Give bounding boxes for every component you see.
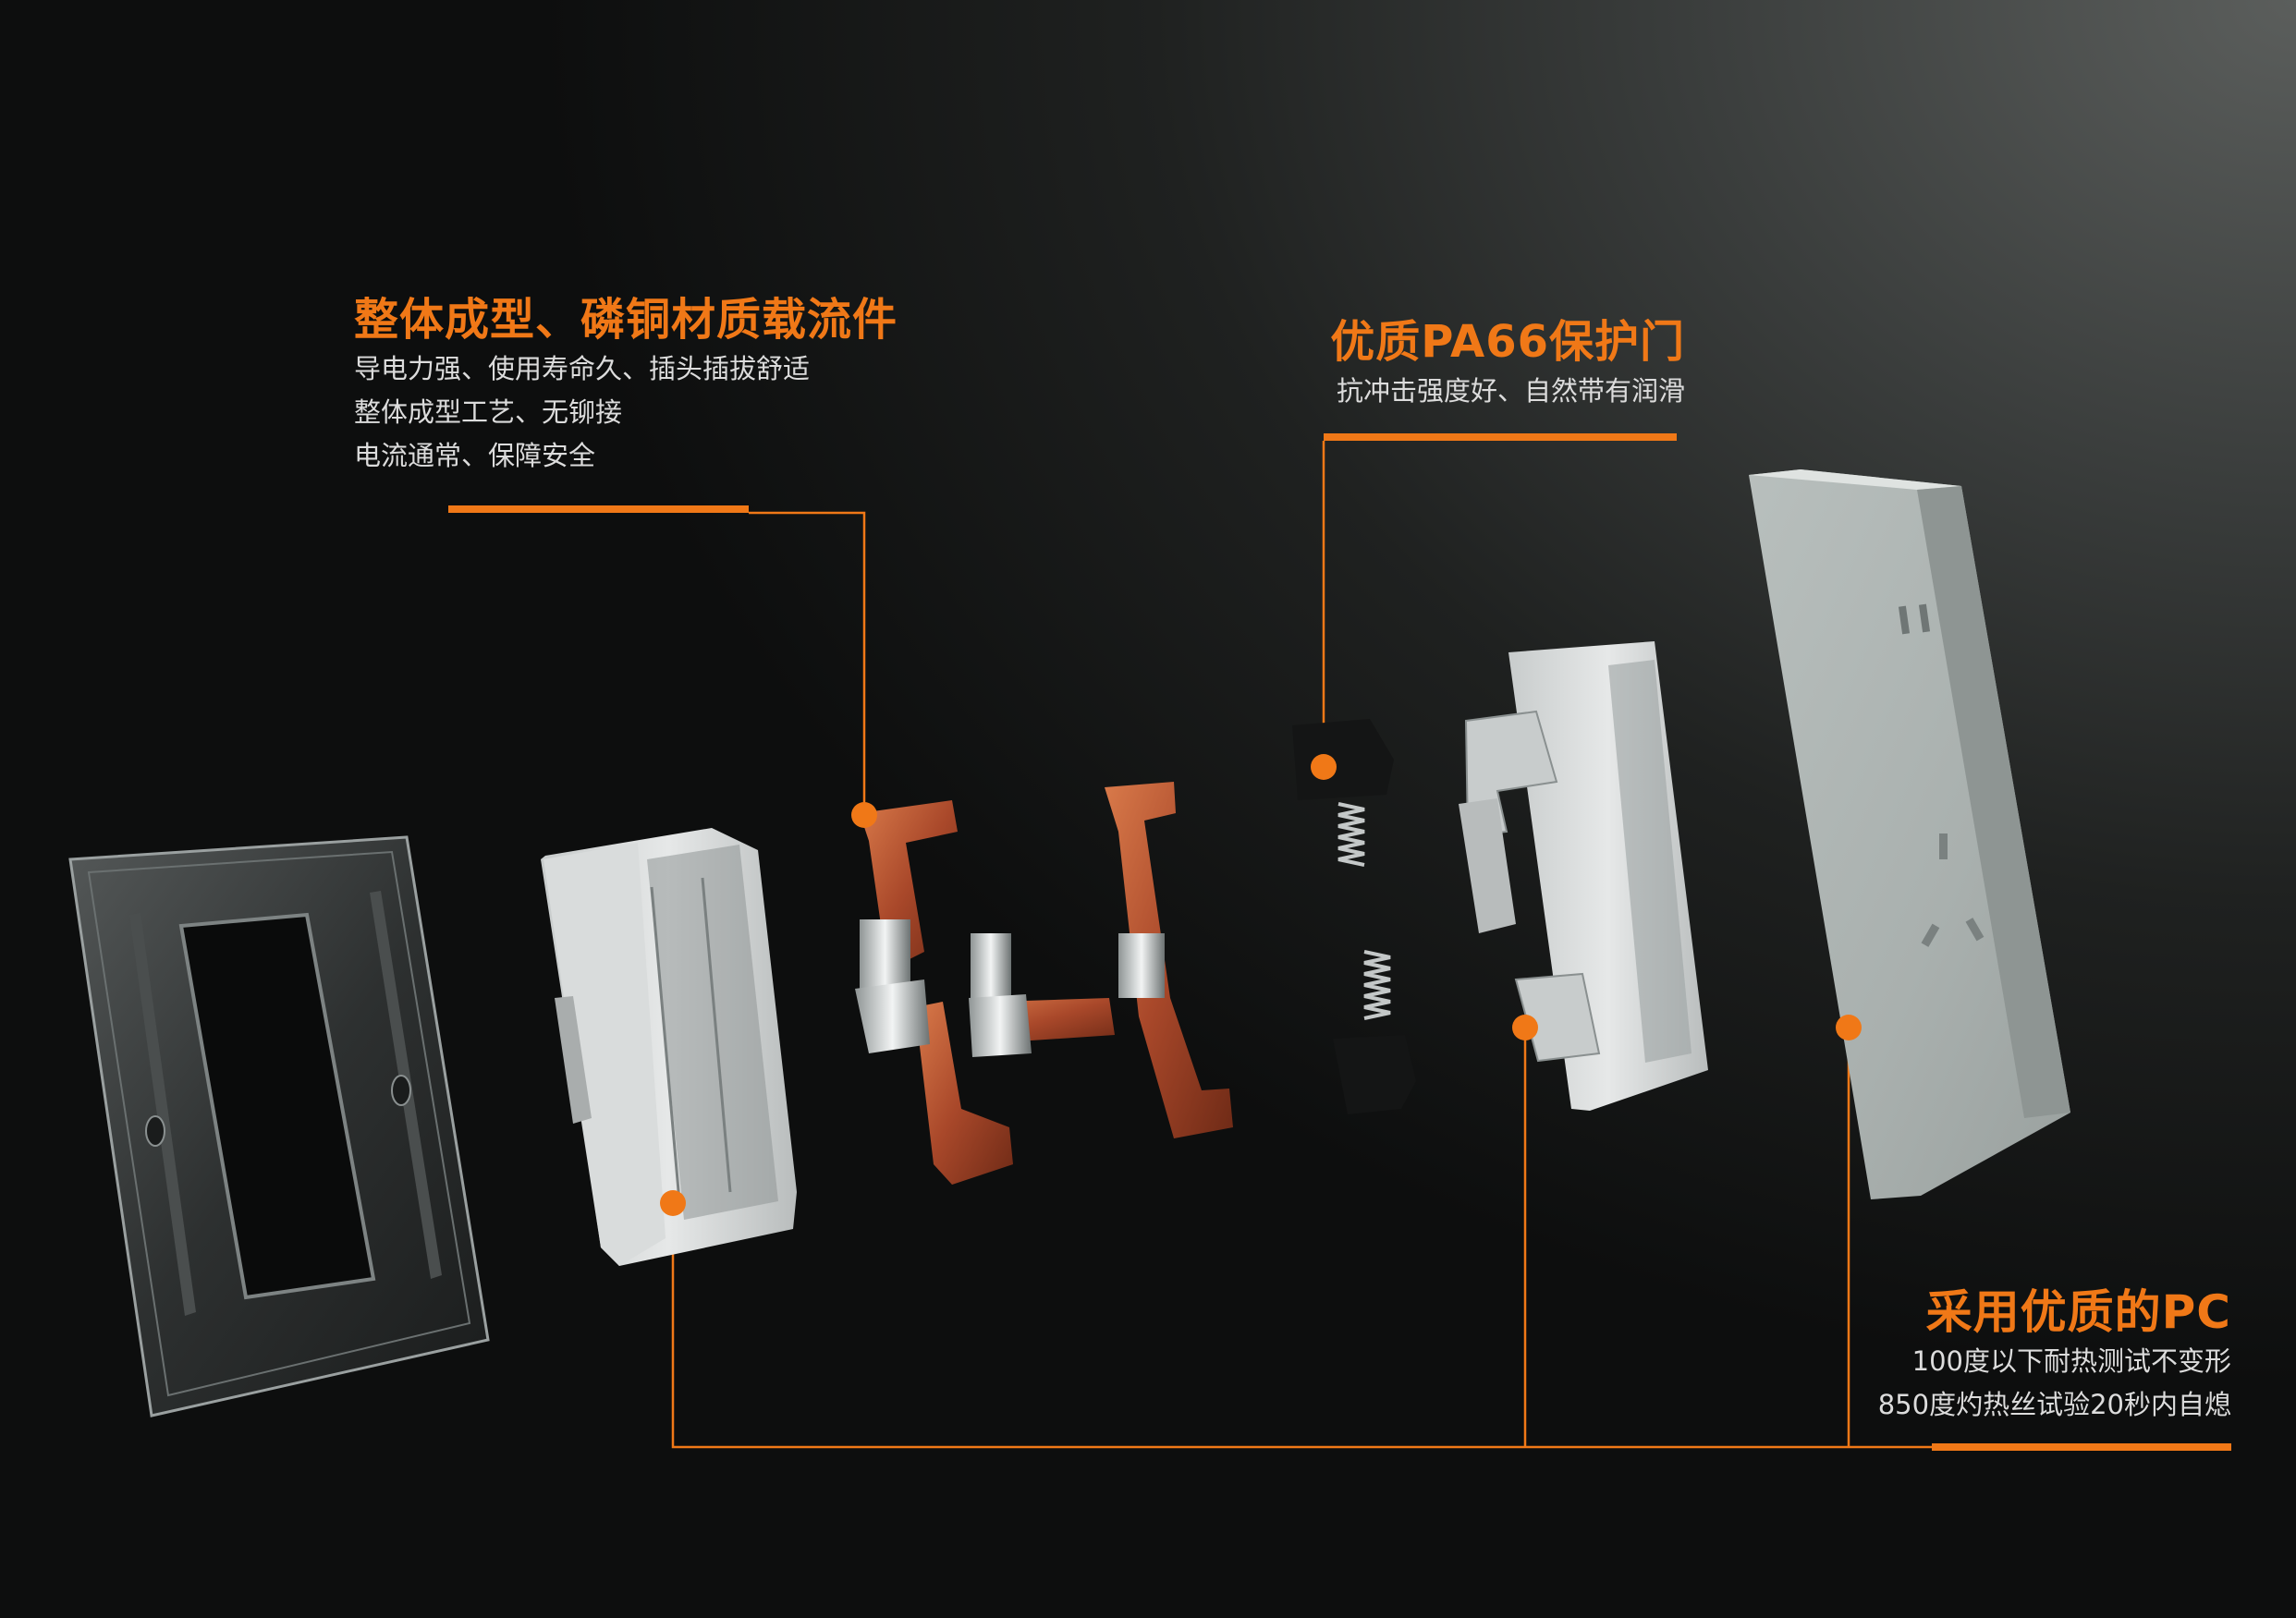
- shutter-parts: [1292, 719, 1416, 1114]
- callout-dot-frame: [1512, 1015, 1538, 1040]
- copper-contact-right: [1105, 782, 1233, 1138]
- annotation-shutter-line-1: 抗冲击强度好、自然带有润滑: [1336, 375, 1685, 407]
- copper-contact-left: [855, 800, 1115, 1185]
- leader-line-contacts: [749, 511, 866, 813]
- callout-dot-panel: [1836, 1015, 1862, 1040]
- underline-contacts: [448, 505, 749, 513]
- callout-dot-housing: [660, 1190, 686, 1216]
- leader-line-pc: [671, 1203, 2229, 1449]
- underline-pc: [1932, 1443, 2231, 1451]
- callout-dot-contacts: [851, 802, 877, 828]
- annotation-contacts-title: 整体成型、磷铜材质载流件: [354, 294, 898, 346]
- leader-lines: [671, 441, 2229, 1449]
- annotation-pc-line-2: 850度灼热丝试验20秒内自熄: [1877, 1389, 2231, 1420]
- annotation-pc-title: 采用优质的PC: [1925, 1285, 2231, 1339]
- annotation-contacts-line-2: 整体成型工艺、无铆接: [354, 396, 623, 428]
- underline-shutter: [1324, 433, 1677, 441]
- callout-dot-shutter: [1311, 754, 1337, 780]
- accent-underlines: [448, 433, 2231, 1451]
- callout-dots: [660, 754, 1862, 1216]
- annotation-contacts: 整体成型、磷铜材质载流件 导电力强、使用寿命久、插头插拔舒适 整体成型工艺、无铆…: [354, 292, 898, 478]
- annotation-contacts-line-3: 电流通常、保障安全: [354, 440, 596, 471]
- annotation-shutter: 优质PA66保护门 抗冲击强度好、自然带有润滑: [1311, 314, 1685, 413]
- annotation-pc-line-1: 100度以下耐热测试不变形: [1911, 1345, 2231, 1377]
- middle-frame: [1459, 641, 1708, 1111]
- front-panel: [1749, 469, 2070, 1199]
- mounting-plate: [68, 835, 490, 1417]
- rear-housing: [541, 828, 797, 1266]
- annotation-shutter-title: 优质PA66保护门: [1330, 316, 1685, 368]
- annotation-contacts-line-1: 导电力强、使用寿命久、插头插拔舒适: [354, 353, 811, 384]
- annotation-pc: 采用优质的PC 100度以下耐热测试不变形 850度灼热丝试验20秒内自熄: [1756, 1284, 2231, 1427]
